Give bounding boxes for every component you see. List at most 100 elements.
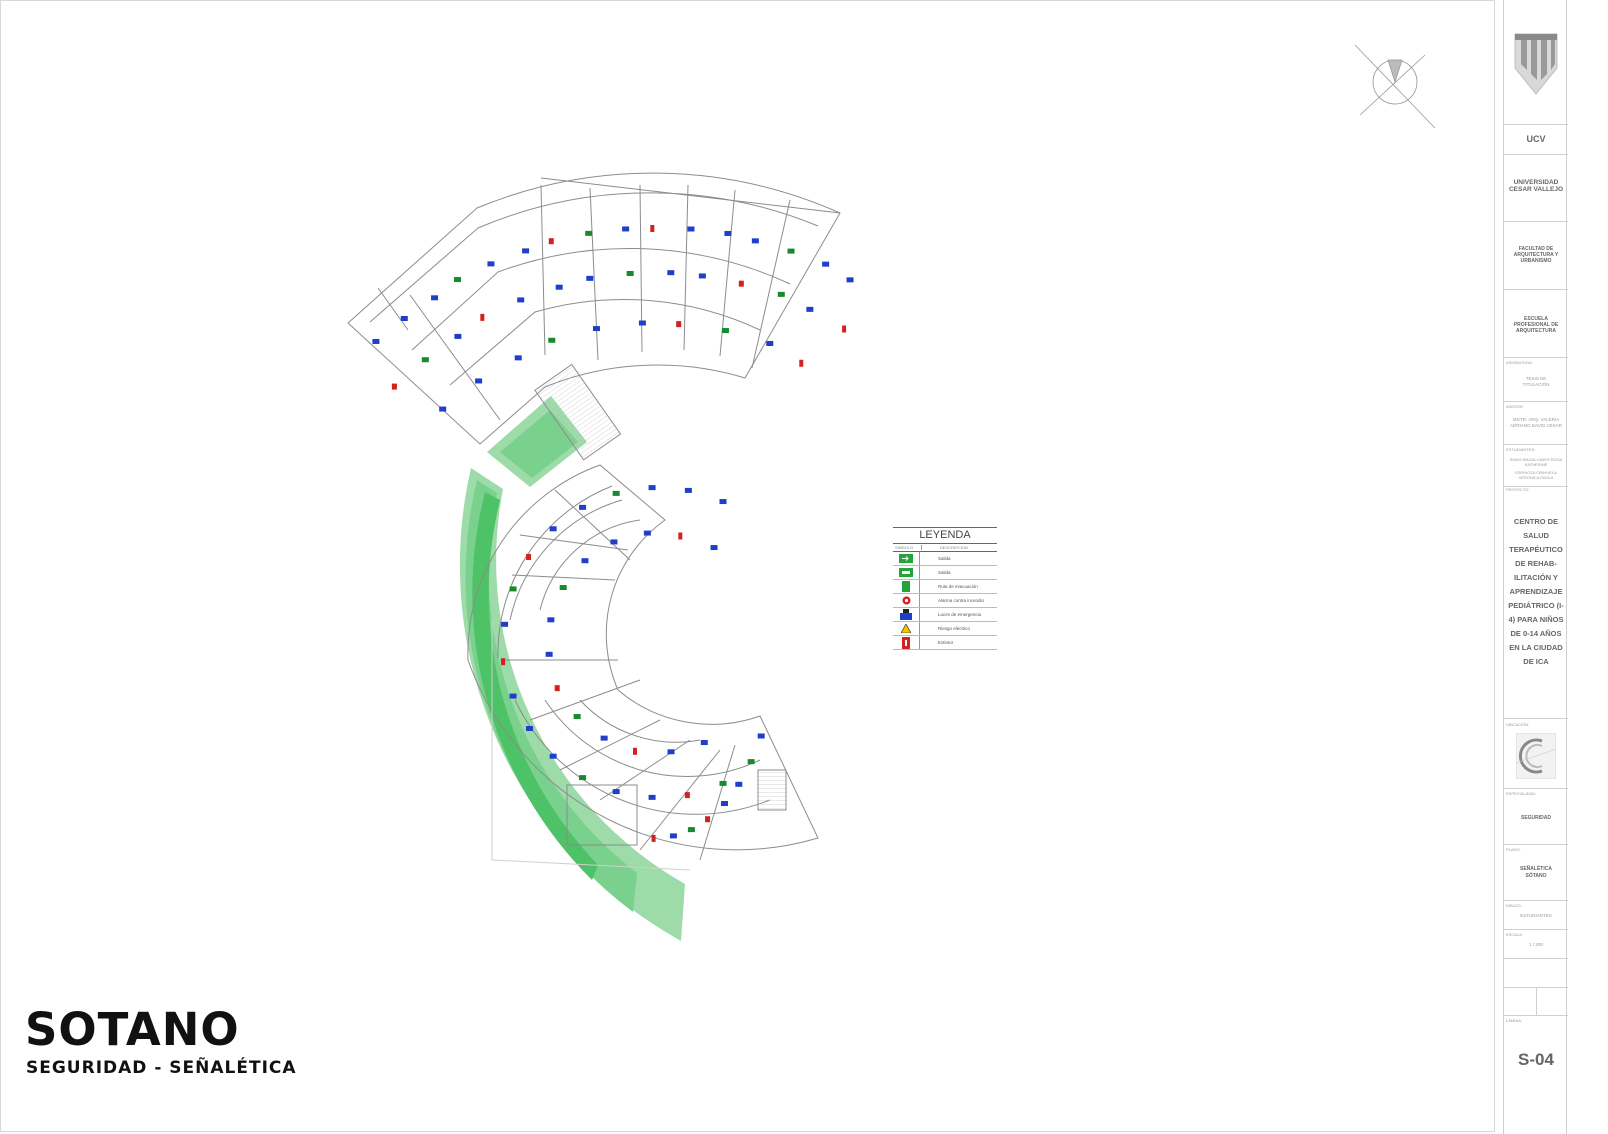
advisor-value: MGTR. ARQ. VALERIA ADRIANO DAVID CESAR bbox=[1510, 417, 1562, 428]
emergency-light-marker bbox=[454, 333, 462, 339]
tb-ucv-section: UCV bbox=[1504, 125, 1568, 155]
advisor-caption: ASESOR: bbox=[1506, 404, 1524, 409]
emergency-light-marker bbox=[669, 833, 677, 839]
emergency-light-marker bbox=[372, 338, 380, 344]
emergency-light-marker bbox=[501, 621, 509, 627]
fire-alarm-marker bbox=[738, 280, 744, 287]
school-name: ESCUELA PROFESIONAL DE ARQUITECTURA bbox=[1513, 316, 1559, 334]
emergency-light-marker bbox=[579, 504, 587, 510]
exit-sign-marker bbox=[421, 357, 429, 363]
emergency-light-marker bbox=[586, 275, 594, 281]
title-block: UCV UNIVERSIDAD CESAR VALLEJO FACULTAD D… bbox=[1503, 0, 1568, 1134]
fire-alarm-marker bbox=[684, 792, 690, 799]
exit-sign-marker bbox=[509, 586, 517, 592]
legend-label: Extintor bbox=[938, 640, 954, 645]
exit-sign-marker bbox=[612, 490, 620, 496]
legend-row: Luces de emergencia bbox=[893, 608, 997, 622]
exit-sign-marker bbox=[454, 277, 462, 283]
emergency-light-marker bbox=[846, 277, 854, 283]
emergency-light-marker bbox=[514, 355, 522, 361]
green-zone-outer bbox=[459, 468, 685, 941]
emergency-light-marker bbox=[612, 789, 620, 795]
extinguisher-marker bbox=[480, 313, 485, 321]
course-value: TESIS DE TITULACIÓN bbox=[1522, 376, 1550, 387]
exit-sign-marker bbox=[787, 248, 795, 254]
fire-alarm-marker bbox=[548, 238, 554, 245]
specialty-caption: ESPECIALIDAD: bbox=[1506, 791, 1537, 796]
emergency-light-marker bbox=[822, 261, 830, 267]
emergency-light-marker bbox=[710, 545, 718, 551]
legend-label: Alarma contra incendio bbox=[938, 598, 985, 603]
tb-university-section: UNIVERSIDAD CESAR VALLEJO bbox=[1504, 155, 1568, 222]
location-map-icon bbox=[1516, 733, 1556, 779]
emergency-light-marker bbox=[400, 315, 408, 321]
tb-scale-section: ESCALA: 1 / 200 bbox=[1504, 930, 1568, 959]
emergency-light-icon bbox=[900, 609, 912, 620]
emergency-light-marker bbox=[667, 749, 675, 755]
fire-extinguisher-icon bbox=[902, 636, 910, 649]
project-name: CENTRO DE SALUD TERAPÉUTICO DE REHAB-ILI… bbox=[1508, 517, 1564, 666]
extinguisher-marker bbox=[678, 532, 683, 540]
electrical-hazard-icon bbox=[901, 624, 911, 633]
emergency-light-marker bbox=[643, 530, 651, 536]
fire-alarm-marker bbox=[526, 553, 532, 560]
legend-row: Salida bbox=[893, 552, 997, 566]
exit-sign-marker bbox=[573, 714, 581, 720]
emergency-light-marker bbox=[719, 499, 727, 505]
emergency-light-marker bbox=[581, 558, 589, 564]
legend-row: Extintor bbox=[893, 636, 997, 650]
emergency-light-marker bbox=[555, 284, 563, 290]
exit-sign-marker bbox=[687, 827, 695, 833]
tb-logo-section bbox=[1504, 0, 1568, 125]
legend-row: Alarma contra incendio bbox=[893, 594, 997, 608]
legend-table: LEYENDA SIMBOLO DESCRIPCION Salida Salid… bbox=[893, 527, 997, 650]
emergency-light-marker bbox=[610, 539, 618, 545]
exit-sign-marker bbox=[548, 337, 556, 343]
drawn-caption: DIBUJO: bbox=[1506, 903, 1522, 908]
emergency-light-marker bbox=[757, 733, 765, 739]
emergency-light-marker bbox=[700, 740, 708, 746]
extinguisher-marker bbox=[799, 359, 804, 367]
extinguisher-marker bbox=[651, 834, 656, 842]
tb-sheet-number-section: LÁMINA: S-04 bbox=[1504, 1016, 1568, 1134]
tb-specialty-section: ESPECIALIDAD: SEGURIDAD bbox=[1504, 789, 1568, 845]
university-logo-icon bbox=[1514, 33, 1558, 95]
drawn-value: ESTUDIANTES bbox=[1520, 913, 1552, 918]
legend-label: Riesgo eléctrico bbox=[938, 626, 971, 631]
tb-location-section: UBICACIÓN: bbox=[1504, 719, 1568, 789]
faculty-name: FACULTAD DE ARQUITECTURA Y URBANISMO bbox=[1513, 246, 1559, 264]
exit-sign-marker bbox=[626, 270, 634, 276]
specialty-value: SEGURIDAD bbox=[1520, 815, 1551, 821]
exit-sign-marker bbox=[721, 328, 729, 334]
exit-sign-marker bbox=[777, 291, 785, 297]
emergency-light-marker bbox=[431, 295, 439, 301]
scale-value: 1 / 200 bbox=[1529, 942, 1543, 947]
tb-project-section: PROYECTO: CENTRO DE SALUD TERAPÉUTICO DE… bbox=[1504, 487, 1568, 719]
extinguisher-marker bbox=[632, 747, 637, 755]
fire-alarm-marker bbox=[554, 685, 560, 692]
emergency-light-marker bbox=[667, 270, 675, 276]
exit-sign-marker bbox=[719, 780, 727, 786]
emergency-light-marker bbox=[698, 273, 706, 279]
emergency-light-marker bbox=[622, 226, 630, 232]
students-caption: ESTUDIANTES: bbox=[1506, 447, 1536, 452]
plan-caption: PLANO: bbox=[1506, 847, 1521, 852]
university-short: UCV bbox=[1526, 134, 1546, 144]
tb-students-section: ESTUDIANTES: RIVAS MAGALLANES ROSA KATHE… bbox=[1504, 445, 1568, 487]
tb-date-section bbox=[1504, 988, 1568, 1016]
sheet-title: SOTANO bbox=[25, 1003, 240, 1056]
emergency-light-marker bbox=[526, 726, 534, 732]
sheet-border bbox=[0, 0, 1495, 1132]
university-name: UNIVERSIDAD CESAR VALLEJO bbox=[1508, 179, 1564, 193]
tb-plan-section: PLANO: SEÑALÉTICA SÓTANO bbox=[1504, 845, 1568, 901]
legend-row: Riesgo eléctrico bbox=[893, 622, 997, 636]
emergency-light-marker bbox=[751, 238, 759, 244]
emergency-light-marker bbox=[547, 617, 555, 623]
legend-label: Luces de emergencia bbox=[938, 612, 982, 617]
extinguisher-marker bbox=[501, 658, 506, 666]
location-caption: UBICACIÓN: bbox=[1506, 722, 1530, 727]
extinguisher-marker bbox=[842, 325, 847, 333]
emergency-light-marker bbox=[806, 306, 814, 312]
emergency-light-marker bbox=[487, 261, 495, 267]
north-arrow-icon bbox=[1354, 44, 1436, 129]
